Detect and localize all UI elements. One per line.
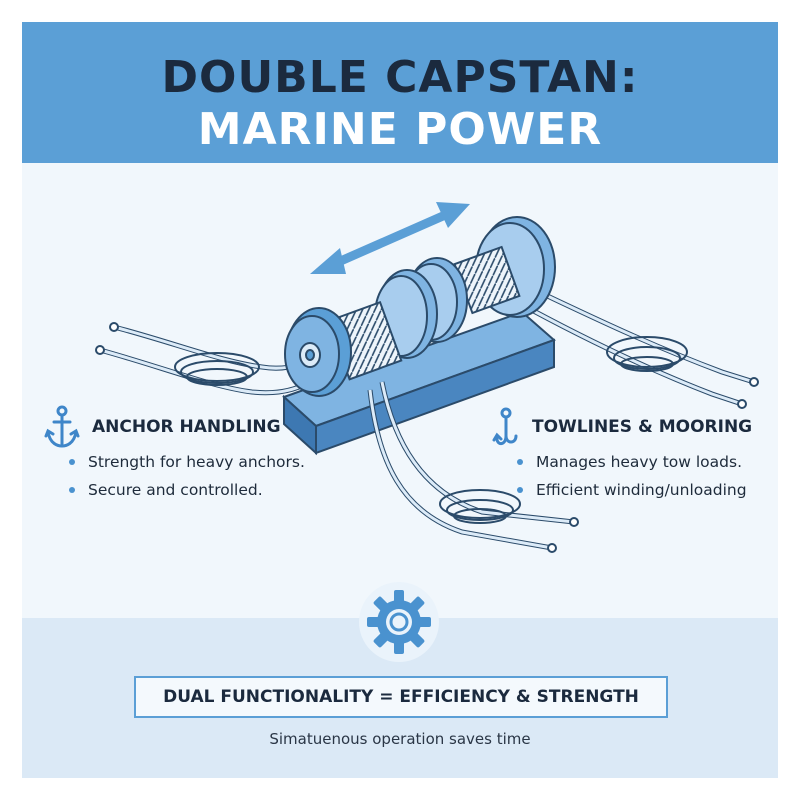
summary-box: DUAL FUNCTIONALITY = EFFICIENCY & STRENG…: [134, 676, 668, 718]
list-item: Secure and controlled.: [64, 476, 364, 504]
anchor-handling-title: ANCHOR HANDLING: [92, 417, 281, 437]
towlines-mooring-title: TOWLINES & MOORING: [532, 417, 753, 437]
caption: Simatuenous operation saves time: [269, 730, 531, 748]
double-arrow-icon: [310, 202, 470, 274]
rope-coil-bottom: [367, 381, 579, 553]
list-item: Efficient winding/unloading: [512, 476, 772, 504]
anchor-icon: [44, 405, 80, 448]
gear-icon: [359, 582, 439, 662]
infographic-panel: DOUBLE CAPSTAN: MARINE POWER: [22, 22, 778, 778]
list-item: Strength for heavy anchors.: [64, 448, 364, 476]
anchor-handling-list: Strength for heavy anchors. Secure and c…: [64, 448, 364, 504]
towlines-mooring-list: Manages heavy tow loads. Efficient windi…: [512, 448, 772, 504]
capstan-drums: [284, 216, 556, 397]
header-banner: DOUBLE CAPSTAN: MARINE POWER: [22, 22, 778, 163]
anchor-icon: [492, 407, 518, 446]
title-line-1: DOUBLE CAPSTAN:: [161, 52, 639, 103]
list-item: Manages heavy tow loads.: [512, 448, 772, 476]
capstan-illustration: [44, 202, 759, 553]
title-line-2: MARINE POWER: [197, 104, 603, 155]
